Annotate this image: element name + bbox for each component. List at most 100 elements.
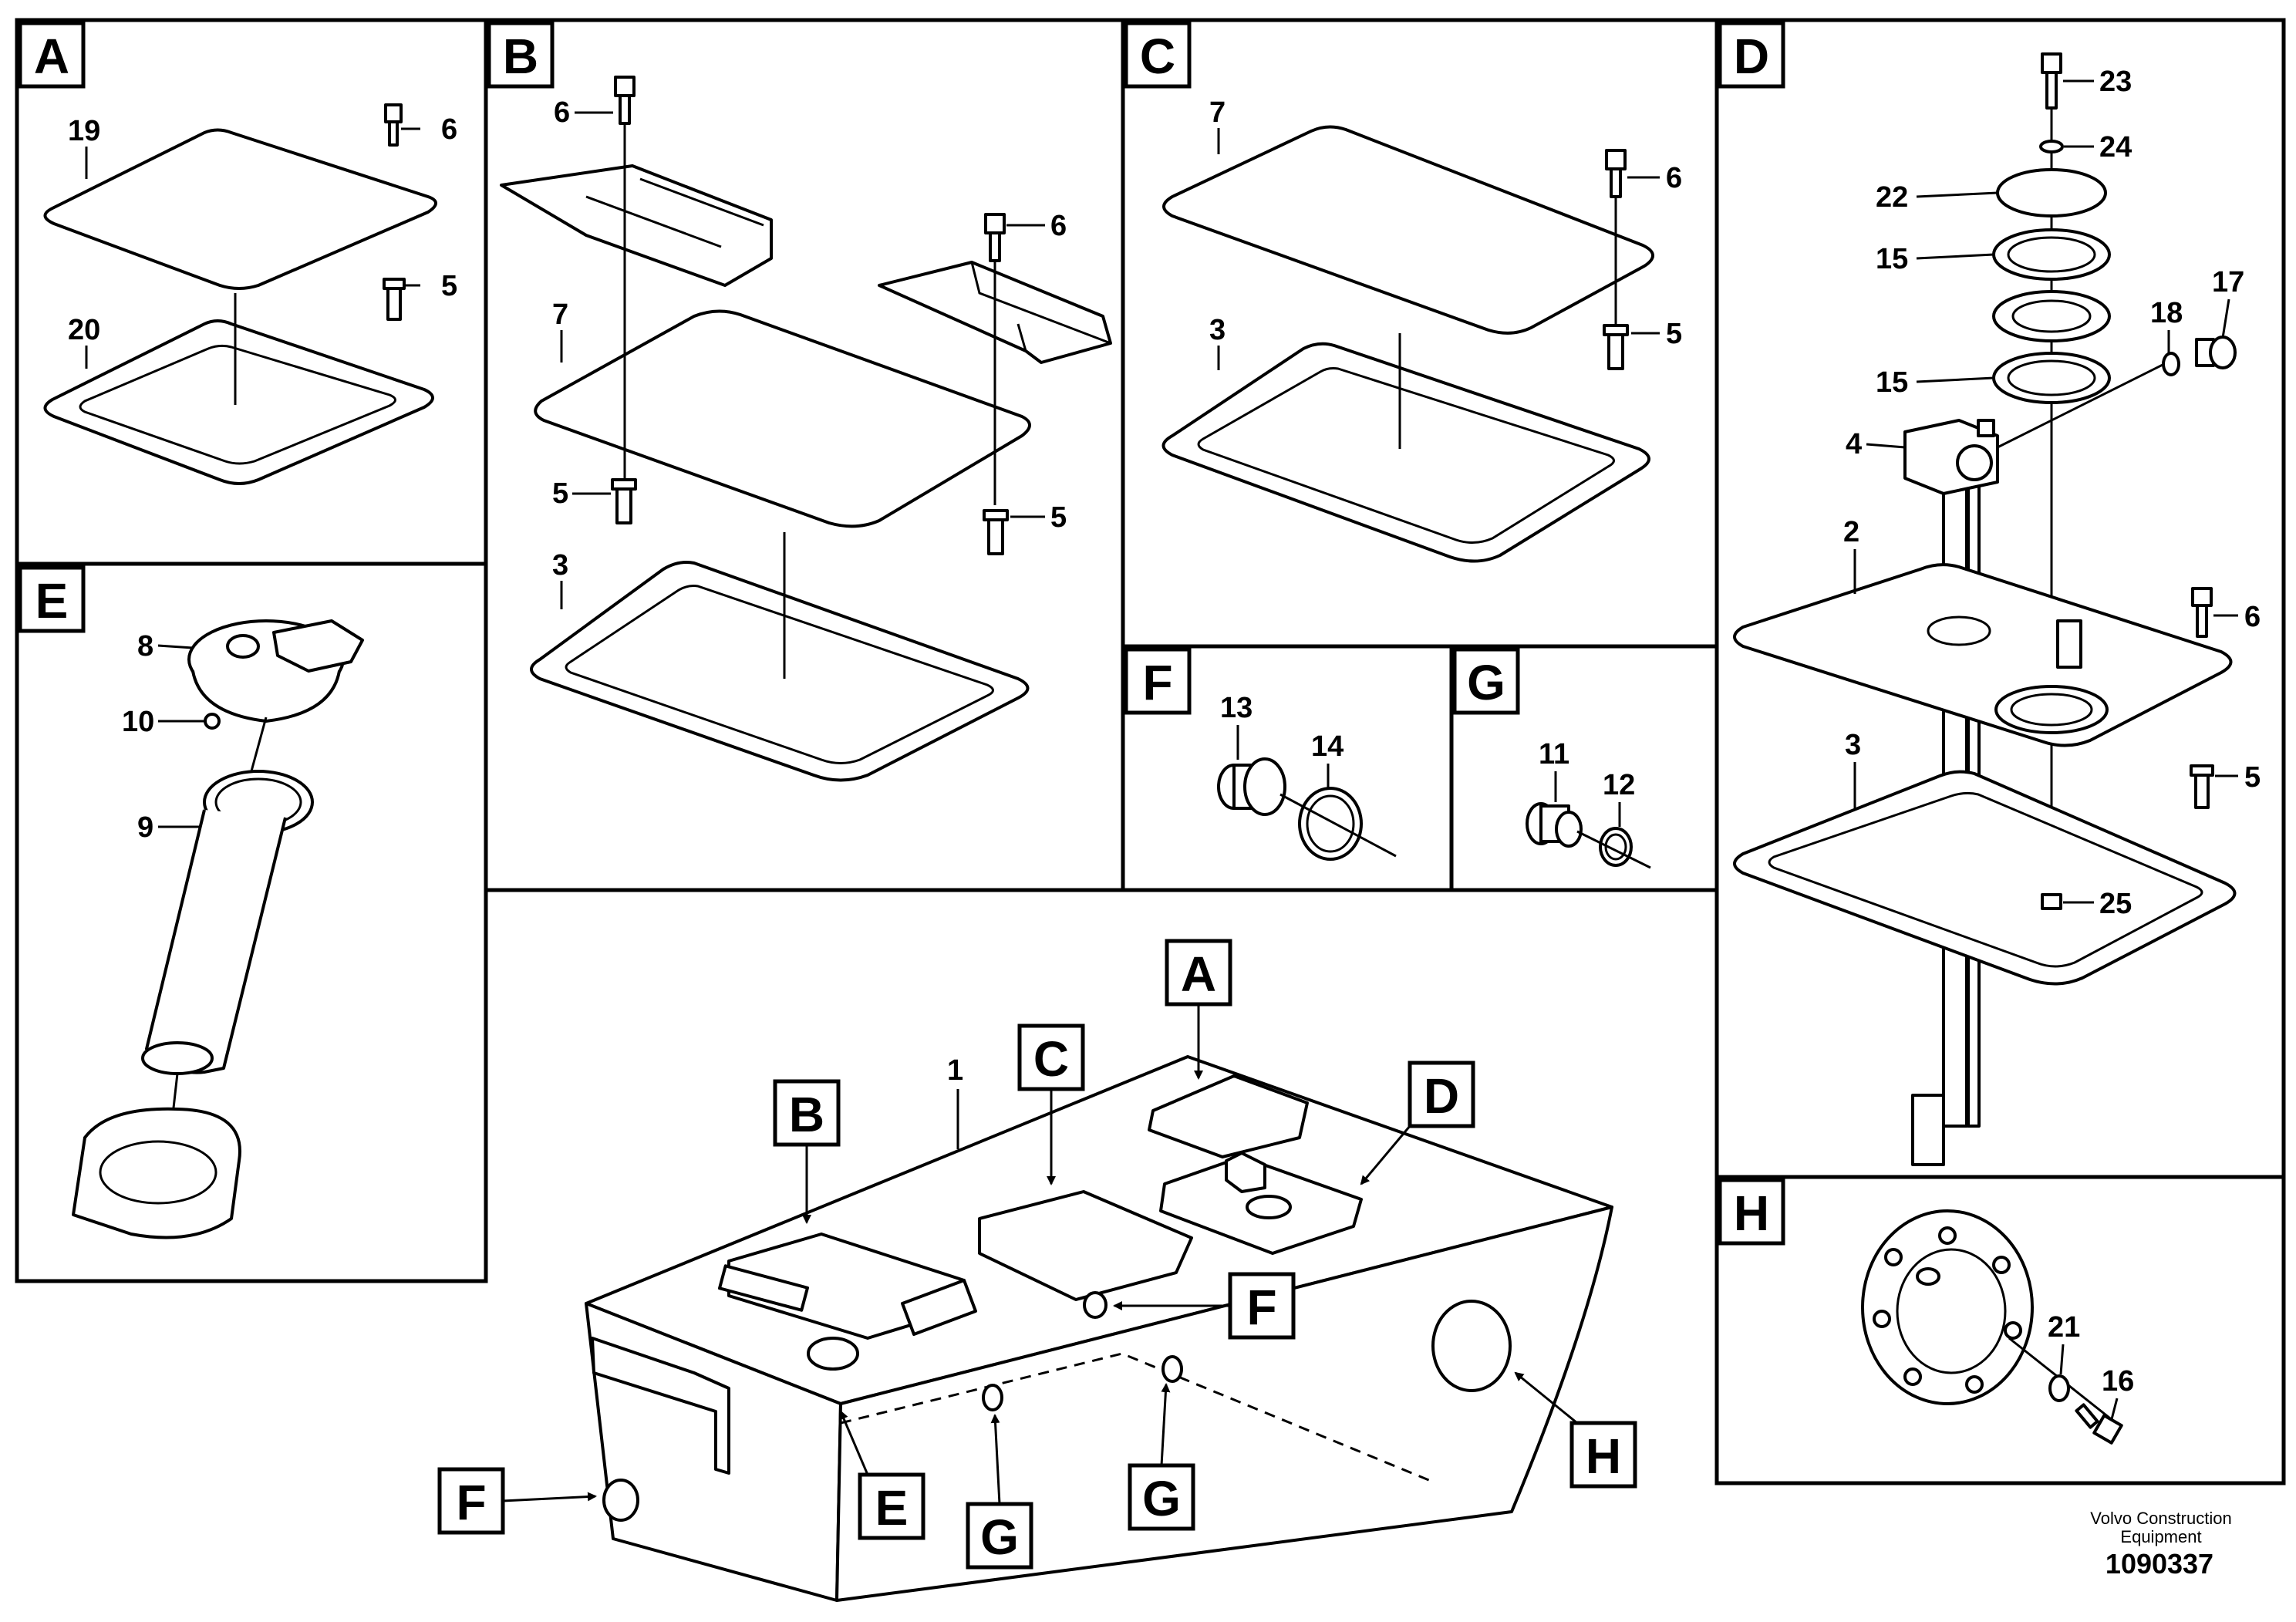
callout-d-plug: 17 [2212,266,2244,298]
g-plug [1526,802,1583,848]
callout-b-bolt-left: 5 [552,477,568,510]
panel-a-drawing: 19 20 6 5 [43,103,457,485]
panel-d-drawing: 23 24 22 15 15 4 18 17 2 6 5 3 25 [1733,52,2261,1166]
callout-b-screw-right: 6 [1050,210,1067,242]
flag-b: B [789,1087,824,1142]
callout-c-screw: 6 [1666,162,1682,194]
callout-b-bolt-right: 5 [1050,501,1067,534]
d-disc [1996,168,2107,218]
main-tank-drawing: 1 A B C D F E F G G [437,939,1637,1602]
doc-number: 1090337 [2106,1548,2213,1580]
g-oring [1599,827,1633,867]
callout-a-cover: 19 [68,115,100,147]
a-bolt [383,278,406,321]
svg-text:H: H [1734,1185,1769,1241]
flag-a: A [1181,946,1216,1002]
c-cover-plate [1162,125,1654,335]
flag-d: D [1424,1068,1459,1124]
callout-d-screw: 6 [2244,601,2261,633]
d-plug [2195,336,2237,369]
panel-f-drawing: 13 14 [1217,692,1397,861]
callout-d-ring-lower: 15 [1876,366,1908,399]
a-screw [384,103,403,147]
d-ring-lower [1992,352,2111,404]
callout-a-screw: 6 [441,113,457,146]
callout-d-gasket: 3 [1845,729,1861,761]
d-ring-middle [1992,290,2111,342]
panel-a-label-box: A [18,21,86,89]
callout-c-gasket: 3 [1209,314,1226,346]
panel-d-label-box: D [1718,21,1785,89]
callout-f-oring: 14 [1311,730,1344,763]
callout-b-gasket: 3 [552,549,568,582]
panel-h-frame [1714,1175,2286,1485]
d-gasket-inner [1768,791,2203,968]
e-tank-neck [72,1107,241,1239]
callout-f-plug: 13 [1220,692,1253,724]
tank-cover-c [978,1190,1193,1301]
callout-c-bolt: 5 [1666,318,1682,350]
callout-b-cover: 7 [552,298,568,331]
panel-e-label-box: E [18,565,86,633]
credit-line-2: Equipment [2120,1527,2201,1546]
callout-e-screw: 10 [122,706,154,738]
credit-line-1: Volvo Construction [2090,1509,2231,1528]
svg-text:E: E [35,573,69,629]
panel-f-label-box: F [1124,647,1192,715]
callout-d-disc: 22 [1876,181,1908,214]
callout-h-washer: 21 [2048,1311,2080,1344]
panel-h-drawing: 21 16 [1861,1209,2134,1445]
callout-e-strainer: 9 [137,811,153,844]
c-bolt [1603,324,1629,370]
callout-d-sender: 4 [1846,428,1862,460]
b-bolt-right [983,509,1009,555]
d-side-bolt [2190,764,2214,809]
h-screw [2075,1403,2123,1445]
callout-h-screw: 16 [2102,1365,2134,1398]
callout-b-screw-top: 6 [554,96,570,129]
flag-f-top: F [1246,1280,1276,1335]
panel-e-frame [15,561,488,1283]
panel-frames [15,18,2286,1485]
callout-d-washer-top: 24 [2099,131,2132,164]
b-bolt-left [611,478,637,524]
callout-tank: 1 [947,1054,963,1087]
flag-f-left: F [456,1475,486,1530]
b-cover-plate [534,309,1031,528]
svg-text:C: C [1140,29,1175,84]
callout-d-screw-top: 23 [2099,66,2132,98]
callout-g-oring: 12 [1603,769,1635,801]
tank-filler-neck [807,1337,859,1371]
d-side-screw [2191,587,2213,638]
h-flange-cover [1861,1209,2034,1405]
e-cap [187,619,364,723]
callout-d-bolt: 5 [2244,761,2261,794]
callout-e-cap: 8 [137,630,153,663]
d-top-screw [2041,52,2062,110]
tank-h-port [1431,1300,1512,1392]
b-screw-right [984,213,1006,262]
c-screw [1605,149,1627,198]
svg-text:G: G [1467,655,1505,710]
flag-c: C [1033,1031,1069,1087]
panel-b-label-box: B [487,21,555,89]
svg-text:B: B [503,29,538,84]
panel-g-label-box: G [1452,647,1520,715]
svg-text:A: A [34,29,69,84]
flag-g-left: G [980,1509,1019,1565]
f-plug [1217,757,1286,816]
callout-a-gasket: 20 [68,314,100,346]
b-screw-top [614,76,636,125]
callout-d-nut: 25 [2099,888,2132,920]
panel-h-label-box: H [1718,1178,1785,1246]
flag-h: H [1586,1428,1621,1484]
tank-cover-a [1148,1074,1309,1158]
d-nut [2041,893,2062,910]
panel-b-drawing: 6 6 7 5 5 3 [500,76,1112,782]
tank-handle-left [591,1337,730,1475]
callout-c-cover: 7 [1209,96,1226,129]
d-mounting-plate [1733,563,2233,747]
e-screw [204,713,221,730]
flag-e: E [875,1480,909,1536]
